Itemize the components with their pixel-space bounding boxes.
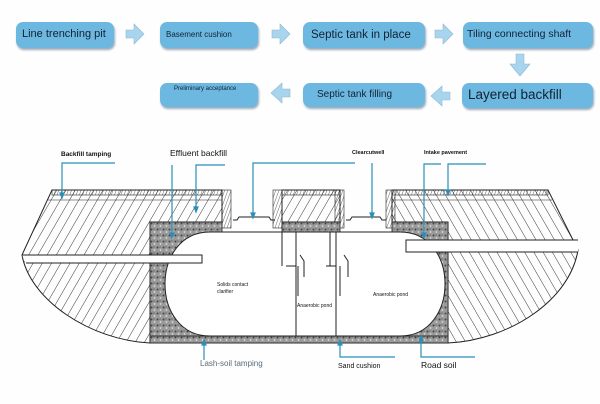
step-line-trenching-pit: Line trenching pit [16,22,114,48]
step-septic-tank-filling: Septic tank filling [303,83,425,107]
label-effluent-backfill: Effluent backfill [170,148,227,158]
step-septic-tank-in-place: Septic tank in place [303,22,425,48]
label-anaerobic-pond-1: Anaerobic pond [297,303,332,309]
pavement-right [391,189,549,196]
label-road-soil: Road soil [421,360,457,370]
septic-tank [164,231,446,337]
label-intake-pavement: Intake pavement [424,150,467,156]
arrow-right-icon [271,23,291,45]
inlet-pipe [405,239,578,253]
arrow-left-icon [270,82,291,104]
label-backfill-tamping: Backfill tamping [61,151,111,158]
arrow-right-icon [434,23,454,45]
step-layered-backfill: Layered backfill [462,83,593,108]
arrow-right-icon [125,23,145,45]
step-tiling-connecting-shaft: Tiling connecting shaft [463,22,593,48]
outlet-pipe [22,254,203,264]
label-sand-cushion: Sand cushion [338,363,381,370]
step-preliminary-acceptance: Preliminary acceptance [160,83,258,107]
step-basement-cushion: Basement cushion [160,22,258,48]
pavement-middle [281,189,341,196]
label-lash-soil-tamping: Lash-soil tamping [200,359,263,368]
label-clearout-well: Clearcutwell [352,150,385,156]
sand-cushion [149,335,449,344]
label-anaerobic-pond-2: Anaerobic pond [373,292,408,298]
arrow-left-icon [430,85,451,107]
arrow-down-icon [509,53,531,77]
